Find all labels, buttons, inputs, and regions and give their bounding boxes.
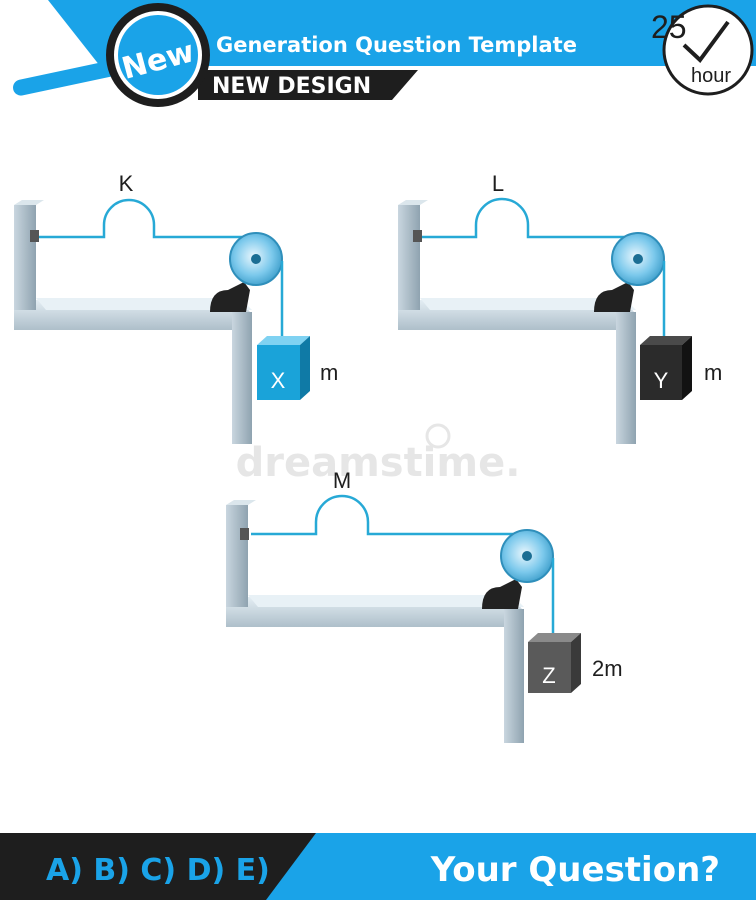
header-subtitle: NEW DESIGN [212,74,371,99]
spring-m [251,494,516,536]
block-top-face [528,633,581,642]
watermark: dreamstime. [236,423,521,486]
header-banner [48,0,756,66]
spring-label: L [492,171,504,196]
block-side-face [571,633,581,693]
mass-label: m [320,360,338,385]
block-side-face [300,336,310,400]
table-leg [232,312,252,444]
table-leg [504,609,524,743]
mass-label: 2m [592,656,623,681]
shelf-top-face [36,298,252,310]
block-label: Y [654,368,669,393]
setup-m: Z M 2m [226,468,623,743]
pulley-axle [633,254,643,264]
block-top-face [640,336,692,345]
spring-label: M [333,468,351,493]
magnifier-lens [118,15,198,95]
block-z [528,642,571,693]
clock-icon: 25 hour [651,4,754,96]
answer-options: A) B) C) D) E) [46,853,270,888]
block-label: Z [542,663,555,688]
spring-k [39,198,244,239]
setup-k: X K m [14,171,338,444]
table-leg [616,312,636,444]
block-x [257,345,300,400]
shelf-top-face [248,595,524,607]
clock-number: 25 [651,9,687,45]
block-top-face [257,336,310,345]
subtitle-bar [198,70,418,100]
wall-top-face [226,500,256,505]
mass-label: m [704,360,722,385]
wall-bolt [413,230,422,242]
block-label: X [271,368,286,393]
wall-top-face [398,200,428,205]
clock-unit: hour [691,65,731,87]
wall-bolt [30,230,39,242]
pulley-axle [251,254,261,264]
wall-bolt [240,528,249,540]
wall-top-face [14,200,44,205]
watermark-text: dreamstime. [236,440,521,486]
pulley-axle [522,551,532,561]
footer-question-panel [266,833,756,900]
header-title: Generation Question Template [216,33,577,57]
magnifier-handle [13,60,119,96]
footer: A) B) C) D) E) Your Question? [0,833,756,900]
pulley-mount [482,579,522,609]
shelf-top-face [420,298,636,310]
setup-l: Y L m [398,171,722,444]
pulley-mount [594,282,634,312]
header: New Generation Question Template NEW DES… [13,0,756,107]
spring-label: K [119,171,134,196]
block-y [640,345,682,400]
block-side-face [682,336,692,400]
pulley-mount [210,282,250,312]
spring-l [422,197,628,239]
question-prompt: Your Question? [430,850,720,890]
